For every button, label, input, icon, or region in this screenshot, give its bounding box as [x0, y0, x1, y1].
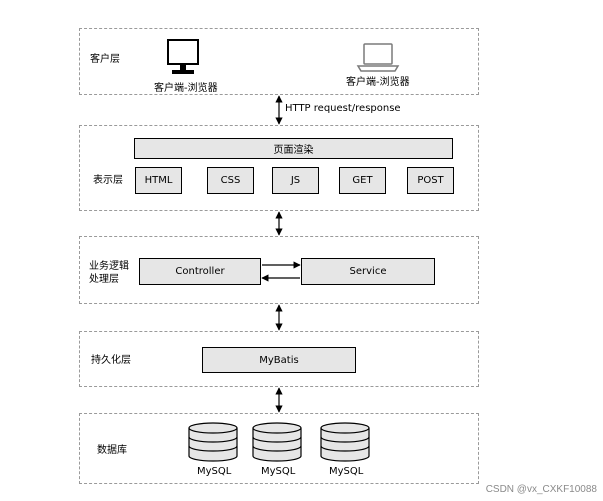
persistence-layer-label: 持久化层 [91, 355, 131, 366]
client-layer [79, 28, 479, 95]
mysql-label-2: MySQL [261, 466, 296, 477]
controller-box: Controller [139, 258, 261, 285]
presentation-layer-label: 表示层 [93, 175, 123, 186]
database-layer-label: 数据库 [97, 445, 127, 456]
mybatis-box: MyBatis [202, 347, 356, 373]
laptop-icon [356, 43, 400, 72]
http-label: HTTP request/response [285, 103, 401, 114]
desktop-monitor-icon [167, 39, 199, 74]
get-box: GET [339, 167, 386, 194]
business-layer-label-line1: 业务逻辑 [89, 261, 129, 272]
mysql-database-icon [252, 422, 302, 462]
business-layer-label-line2: 处理层 [89, 274, 119, 285]
client-layer-label: 客户层 [90, 54, 120, 65]
laptop-caption: 客户端-浏览器 [346, 77, 410, 88]
css-box: CSS [207, 167, 254, 194]
mysql-label-3: MySQL [329, 466, 364, 477]
js-box: JS [272, 167, 319, 194]
mysql-database-icon [320, 422, 370, 462]
post-box: POST [407, 167, 454, 194]
desktop-caption: 客户端-浏览器 [154, 83, 218, 94]
service-box: Service [301, 258, 435, 285]
watermark: CSDN @vx_CXKF10088 [485, 484, 597, 495]
mysql-label-1: MySQL [197, 466, 232, 477]
html-box: HTML [135, 167, 182, 194]
page-render-box: 页面渲染 [134, 138, 453, 159]
mysql-database-icon [188, 422, 238, 462]
